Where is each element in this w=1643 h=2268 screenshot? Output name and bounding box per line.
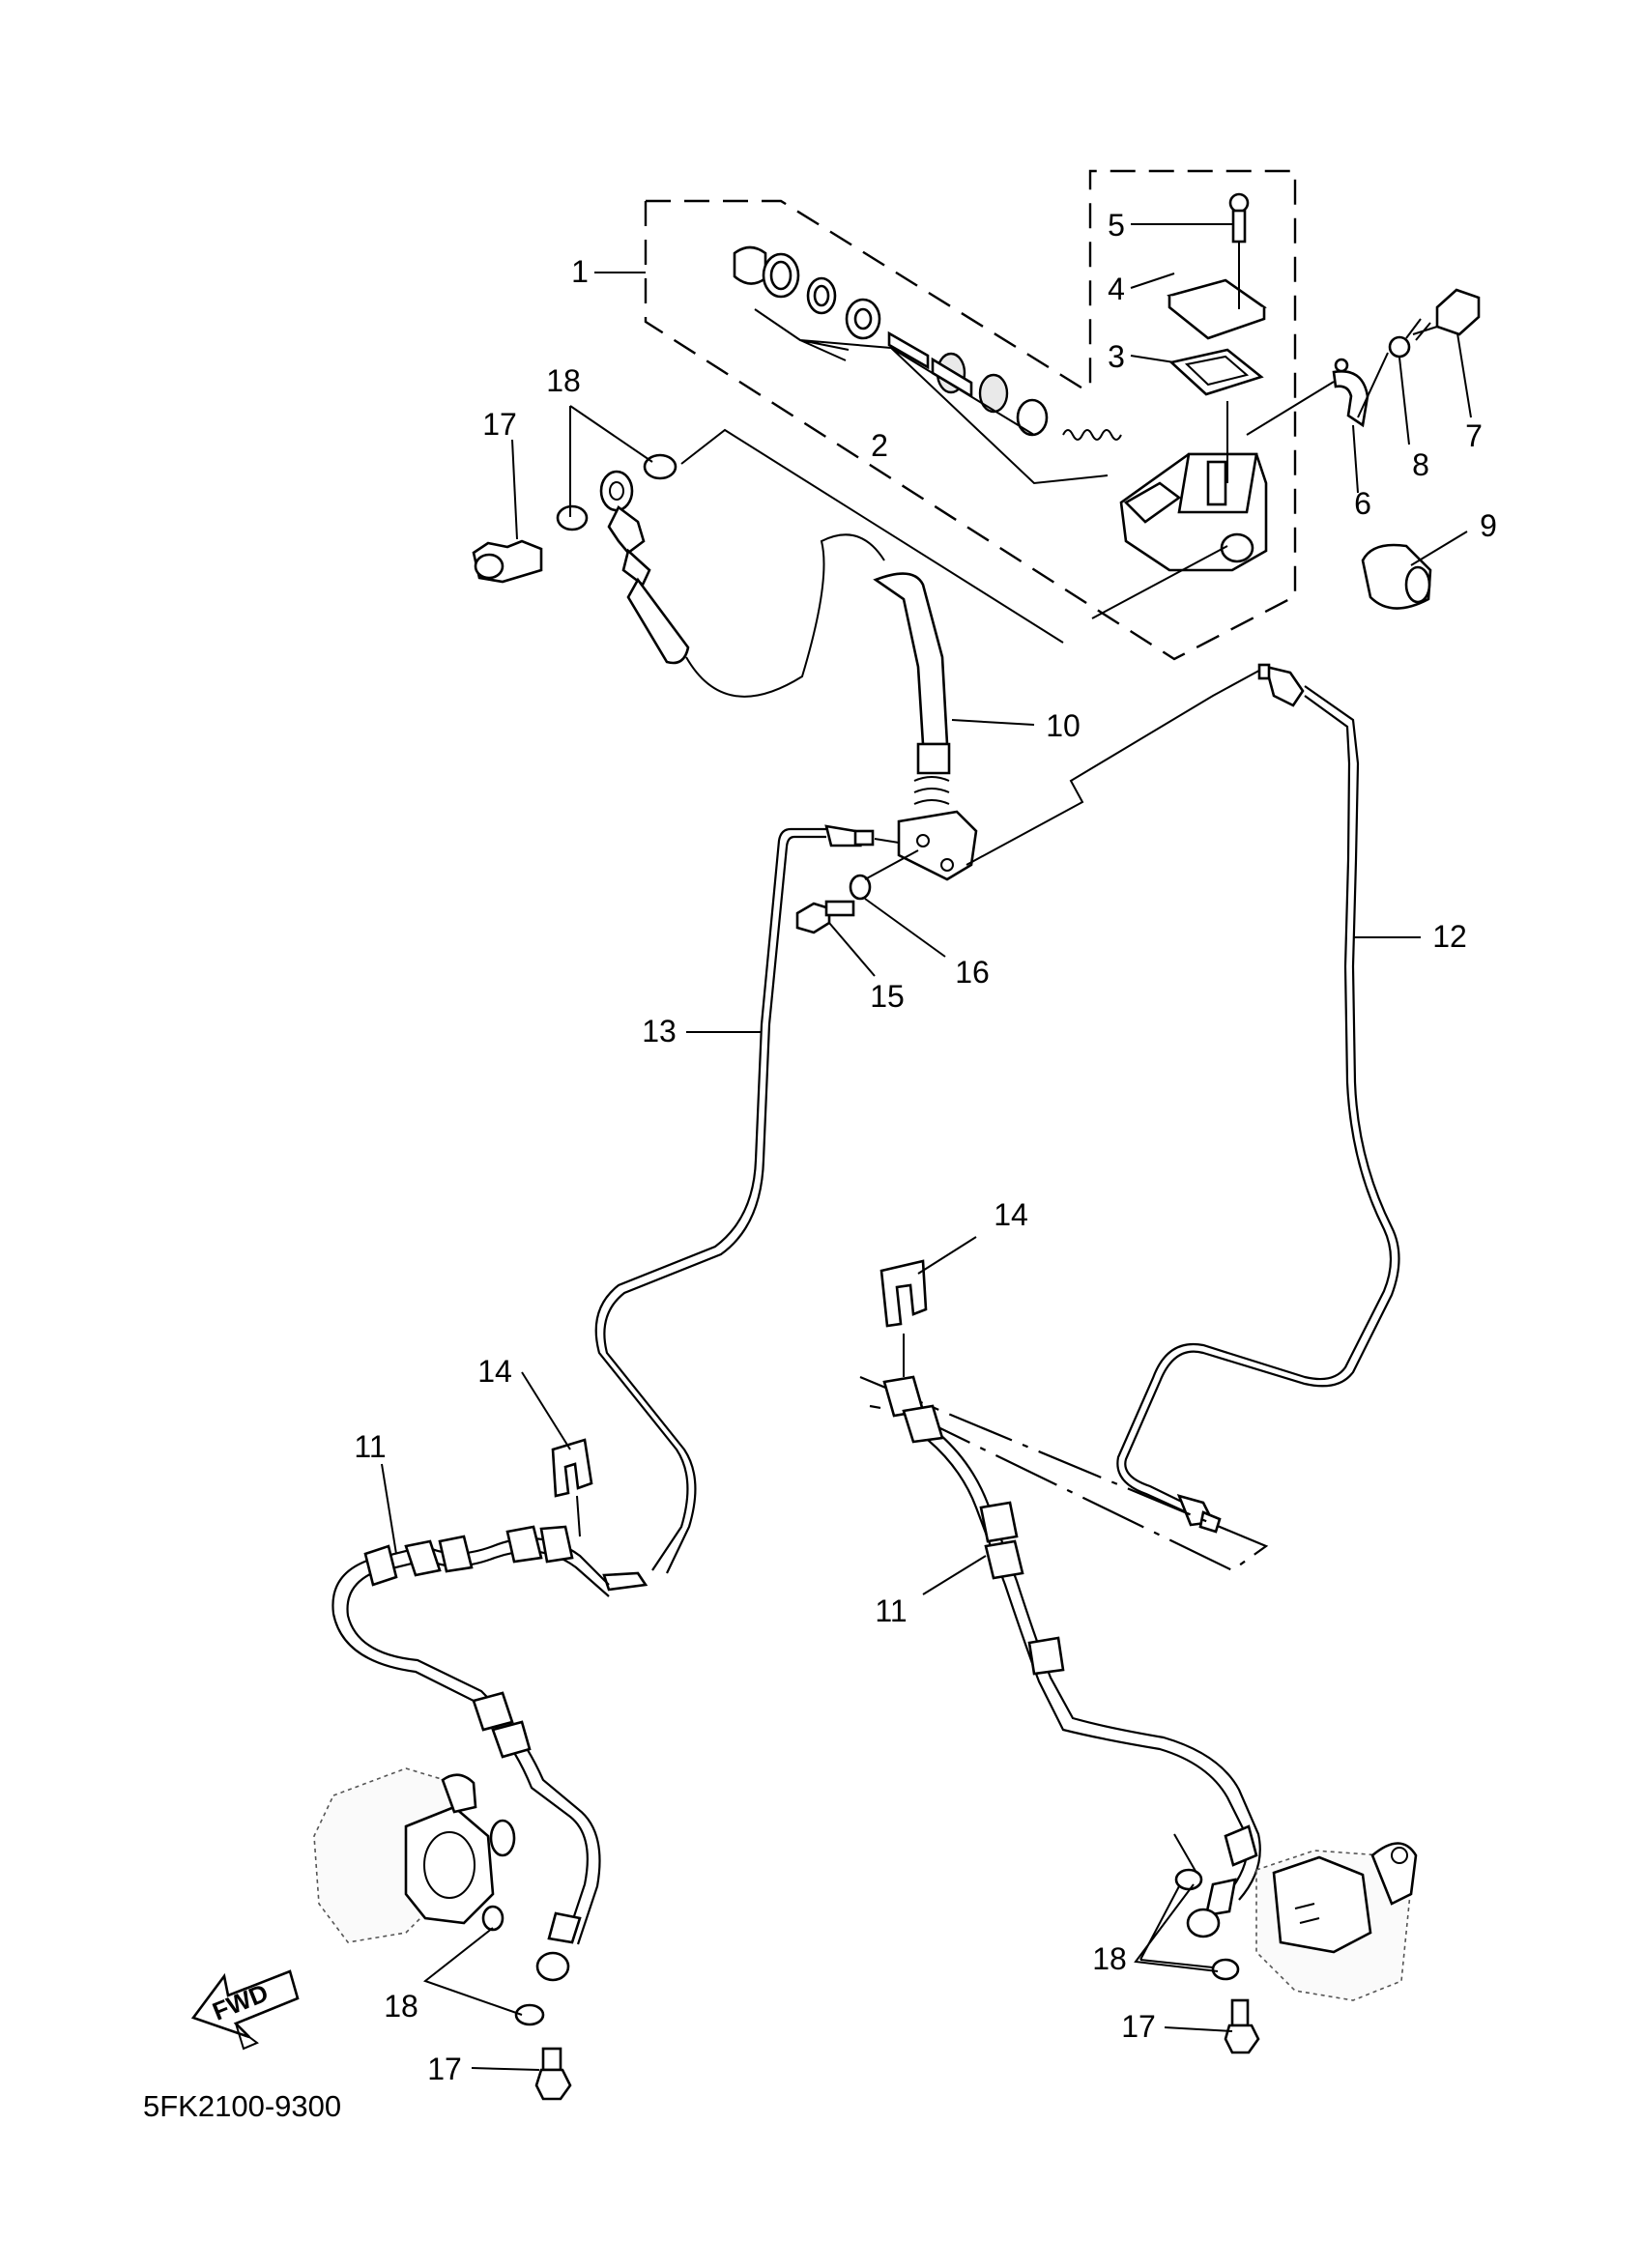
assembly-line-pipe-left — [874, 838, 900, 844]
brake-caliper-right — [1255, 1842, 1418, 2001]
hose-clip-left — [551, 1438, 593, 1498]
callout-15: 15 — [870, 979, 905, 1014]
reservoir-diaphragm — [1168, 348, 1264, 396]
hose-clip-right — [879, 1259, 928, 1328]
master-cylinder-kit-boundary — [644, 169, 1297, 661]
joint-mounting-bolt — [795, 900, 855, 934]
lever-boot — [1361, 543, 1432, 610]
callout-17-lower-left: 17 — [427, 2052, 462, 2086]
brake-pipe-right-parallel — [1116, 695, 1393, 1515]
assembly-line-clip-left — [576, 1495, 581, 1537]
copper-washer-lower-right-2 — [1211, 1958, 1240, 1981]
brake-pipe-left-fitting-lower — [602, 1571, 649, 1592]
brake-hose-upper-fitting — [599, 470, 690, 665]
callout-14-left: 14 — [477, 1354, 512, 1389]
callout-2: 2 — [871, 428, 888, 463]
union-bolt-lower-right — [1224, 1998, 1260, 2054]
clamp-return-line — [1091, 545, 1228, 619]
callout-5: 5 — [1108, 208, 1125, 243]
brake-hose-main — [873, 572, 951, 805]
callout-18-upper-leaders — [569, 405, 653, 517]
reservoir-assembly-lines — [1226, 242, 1240, 483]
forward-direction-arrow: FWD — [190, 1969, 300, 2051]
copper-washer-upper-2 — [643, 453, 677, 480]
leader-lines — [381, 223, 1472, 2071]
callout-13: 13 — [642, 1014, 677, 1048]
callout-6: 6 — [1354, 486, 1371, 521]
callout-17-lower-right: 17 — [1121, 2009, 1156, 2044]
diagram-reference-code: 5FK2100-9300 — [143, 2089, 341, 2123]
kit-bracket-lines — [754, 308, 1109, 485]
assembly-line-bolt-washer — [864, 849, 919, 880]
callout-4: 4 — [1108, 272, 1125, 306]
master-cylinder-body — [1119, 452, 1268, 572]
assembly-line-hose-upper — [680, 428, 1064, 698]
callout-9: 9 — [1480, 508, 1497, 543]
callout-18-lower-left: 18 — [384, 1989, 418, 2024]
clamp-washer — [1388, 335, 1411, 359]
joint-washer — [849, 874, 872, 901]
copper-washer-lower-right-1 — [1174, 1868, 1203, 1891]
brake-hose-right — [882, 1375, 1261, 1938]
assembly-line-lower-right — [1134, 1833, 1219, 1972]
assembly-line-joint — [966, 666, 1267, 866]
clamp-bolt — [1405, 288, 1481, 341]
brake-caliper-left — [313, 1767, 516, 1943]
callout-3: 3 — [1108, 339, 1125, 374]
three-way-joint — [897, 810, 978, 881]
callout-labels: 1 2 3 4 5 6 7 8 9 10 11 11 12 13 14 14 1… — [354, 208, 1497, 2086]
callout-14-right: 14 — [994, 1197, 1028, 1232]
callout-11-right: 11 — [875, 1593, 907, 1628]
copper-washer-lower-left — [514, 2003, 545, 2026]
reservoir-cap — [1167, 278, 1267, 340]
union-bolt-upper — [472, 539, 543, 584]
brake-hose-left — [331, 1525, 610, 1982]
callout-7: 7 — [1465, 418, 1483, 453]
callout-17-upper: 17 — [482, 407, 517, 442]
callout-1: 1 — [571, 254, 589, 289]
assembly-line-lower-left — [422, 1927, 523, 2016]
cap-screw — [1228, 192, 1250, 244]
brake-pipe-left-parallel — [603, 835, 826, 1574]
brake-pipe-left — [594, 827, 826, 1571]
callout-11-left: 11 — [354, 1429, 386, 1464]
callout-18-lower-right-leaders — [1139, 1885, 1214, 1968]
callout-12: 12 — [1432, 919, 1467, 954]
brake-pipe-fitting-left — [824, 824, 875, 847]
callout-16: 16 — [955, 955, 990, 990]
callout-18-upper: 18 — [546, 363, 581, 398]
piston-kit-parts — [733, 245, 1122, 441]
clamp-assembly-line — [1246, 352, 1389, 436]
brake-pipe-right-lower-fitting — [1176, 1494, 1222, 1534]
brake-pipe-right — [1124, 685, 1400, 1508]
callout-10: 10 — [1046, 708, 1081, 743]
handlebar-clamp — [1332, 358, 1369, 428]
callout-8: 8 — [1412, 447, 1429, 482]
union-bolt-lower-left — [534, 2047, 572, 2101]
brake-pipe-right-upper-fitting — [1257, 663, 1305, 707]
copper-washer-upper-1 — [556, 504, 589, 531]
callout-18-lower-right: 18 — [1092, 1941, 1127, 1976]
